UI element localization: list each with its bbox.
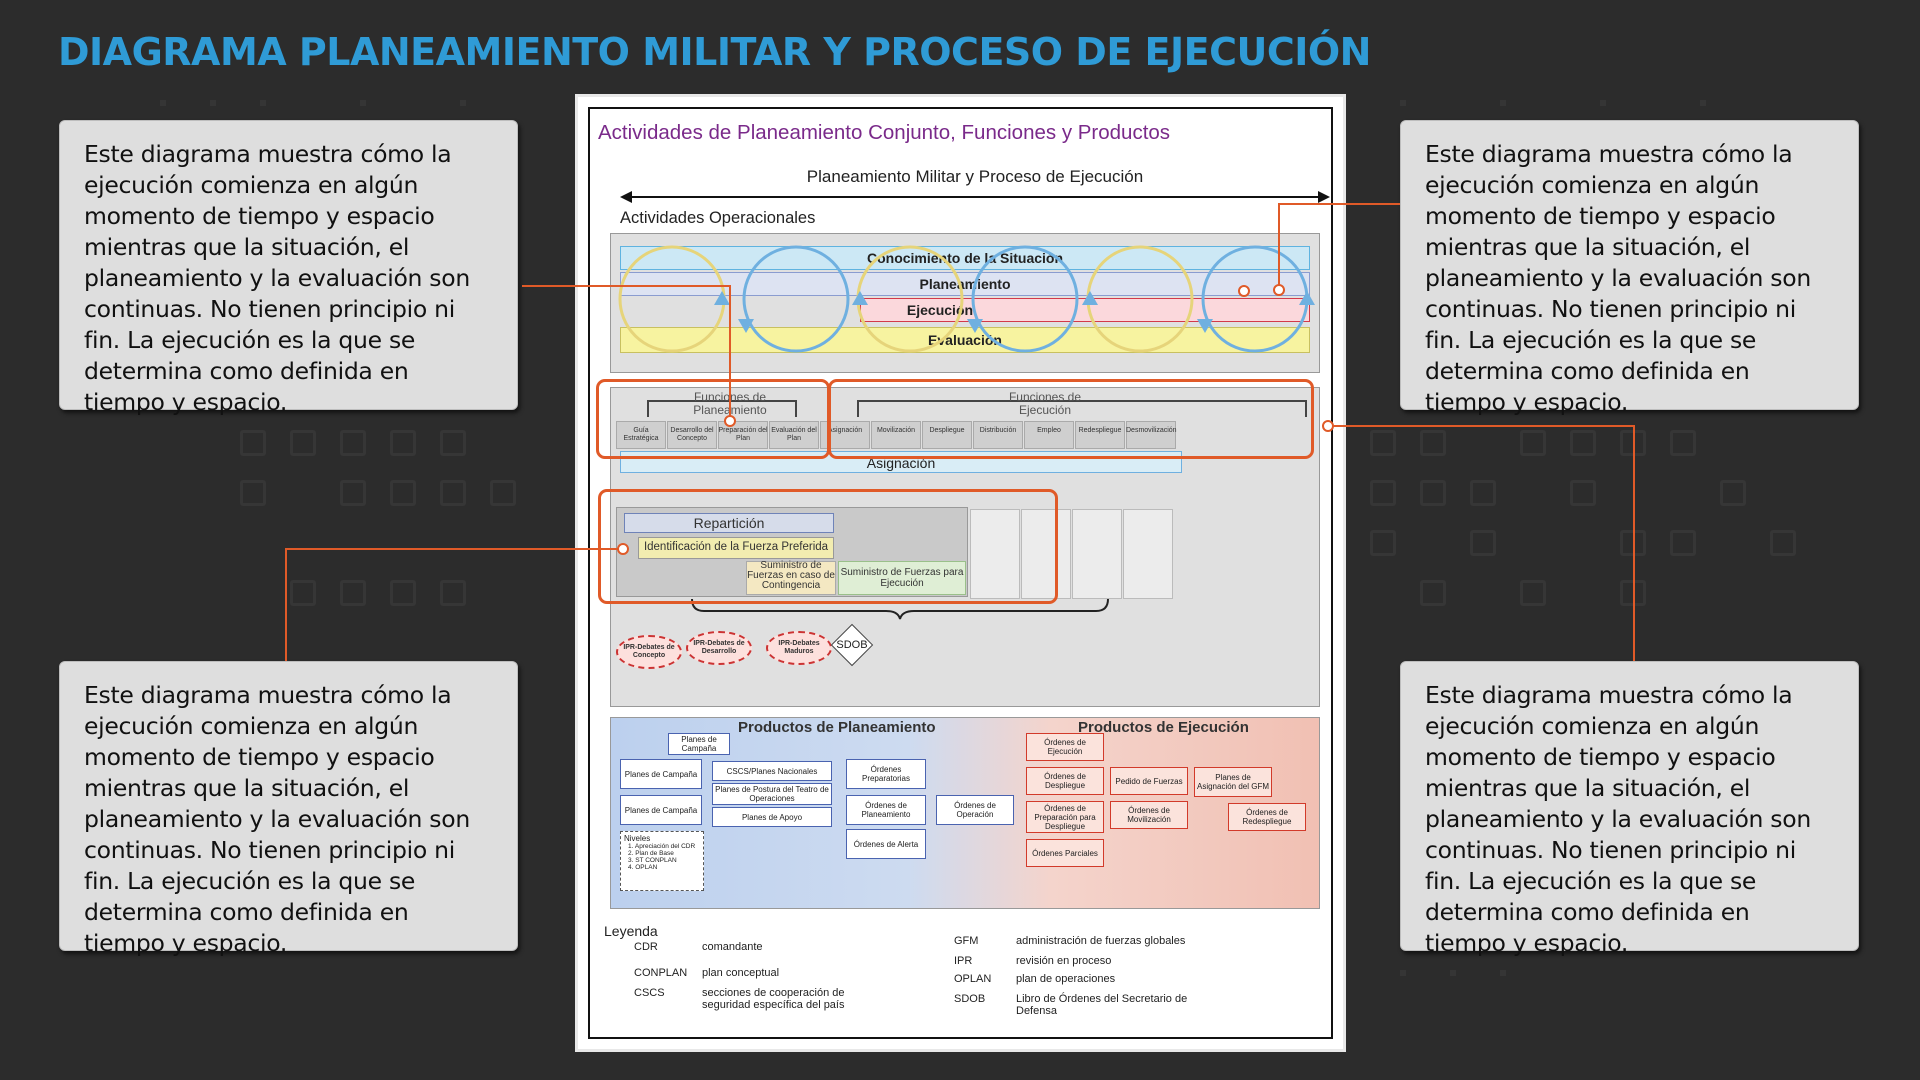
niveles-item: 3. ST CONPLAN bbox=[628, 857, 677, 864]
diagram-heading: Actividades de Planeamiento Conjunto, Fu… bbox=[598, 121, 1171, 144]
legend-text: comandante bbox=[702, 941, 763, 953]
product-ordenes-parciales: Órdenes Parciales bbox=[1026, 839, 1104, 867]
legend-abbr: GFM bbox=[954, 935, 979, 947]
reparticion-label: Repartición bbox=[693, 515, 765, 531]
function-cell-label: Asignación bbox=[827, 427, 863, 434]
function-cell-label: Empleo bbox=[1037, 427, 1061, 434]
ipr-desarrollo-cloud: IPR-Debates de Desarrollo bbox=[686, 631, 752, 665]
band-planning bbox=[620, 272, 1310, 296]
timeline-label: Planeamiento Militar y Proceso de Ejecuc… bbox=[806, 167, 1144, 186]
function-cell-label: Guía Estratégica bbox=[623, 427, 659, 442]
product-ordenes-planeamiento: Órdenes de Planeamiento bbox=[846, 795, 926, 825]
function-cell bbox=[1024, 421, 1074, 449]
callout-top-left: Este diagrama muestra cómo la ejecución … bbox=[59, 120, 518, 416]
execution-functions-label: Funciones de Ejecución bbox=[1008, 390, 1082, 417]
legend-text: secciones de cooperación de seguridad es… bbox=[702, 987, 845, 1011]
legend-text: plan de operaciones bbox=[1016, 973, 1116, 985]
fuerza-preferida-label: Identificación de la Fuerza Preferida bbox=[643, 541, 829, 553]
legend-text: revisión en proceso bbox=[1016, 955, 1112, 967]
timeline-arrow bbox=[620, 191, 1330, 203]
niveles-title: Niveles bbox=[624, 834, 651, 843]
product-ordenes-redespliegue: Órdenes de Redespliegue bbox=[1228, 803, 1306, 831]
legend-title: Leyenda bbox=[604, 923, 658, 939]
niveles-item: 2. Plan de Base bbox=[628, 850, 674, 857]
diagram-document: Actividades de Planeamiento Conjunto, Fu… bbox=[575, 94, 1346, 1052]
product-ordenes-movilizacion: Órdenes de Movilización bbox=[1110, 801, 1188, 829]
asignacion-label: Asignación bbox=[866, 455, 936, 471]
legend-abbr: IPR bbox=[954, 955, 973, 967]
callout-bottom-right: Este diagrama muestra cómo la ejecución … bbox=[1400, 661, 1859, 957]
function-cell bbox=[1075, 421, 1125, 449]
legend-abbr: CONPLAN bbox=[634, 967, 688, 979]
callout-top-right: Este diagrama muestra cómo la ejecución … bbox=[1400, 120, 1859, 416]
diagram-frame: Actividades de Planeamiento Conjunto, Fu… bbox=[588, 107, 1333, 1039]
function-cell-label: Desarrollo del Concepto bbox=[670, 427, 714, 442]
band-assessment bbox=[620, 327, 1310, 353]
legend-text: plan conceptual bbox=[702, 967, 780, 979]
highlight-reparticion bbox=[598, 489, 1058, 604]
product-planes-gfm: Planes de Asignación del GFM bbox=[1194, 767, 1272, 797]
product-cscs: CSCS/Planes Nacionales bbox=[712, 761, 832, 781]
reparticion-box bbox=[624, 513, 834, 533]
legend-abbr: SDOB bbox=[954, 993, 986, 1005]
product-ordenes-ejecucion: Órdenes de Ejecución bbox=[1026, 733, 1104, 761]
product-apoyo: Planes de Apoyo bbox=[712, 807, 832, 827]
function-cell bbox=[667, 421, 717, 449]
page-title: DIAGRAMA PLANEAMIENTO MILITAR Y PROCESO … bbox=[58, 30, 1371, 74]
function-cell-label: Distribución bbox=[979, 427, 1017, 434]
cycle-circles bbox=[618, 245, 1315, 353]
function-cell bbox=[871, 421, 921, 449]
sdob-label: SDOB bbox=[836, 639, 868, 651]
band-execution bbox=[860, 298, 1310, 322]
niveles-box: Niveles 1. Apreciación del CDR 2. Plan d… bbox=[620, 831, 704, 891]
product-ordenes-preparacion: Órdenes de Preparación para Despliegue bbox=[1026, 801, 1104, 833]
function-cell-label: Despliegue bbox=[929, 427, 965, 434]
ipr-concepto-cloud: IPR-Debates de Concepto bbox=[616, 635, 682, 669]
band-planning-label: Planeamiento bbox=[919, 276, 1011, 292]
product-postura: Planes de Postura del Teatro de Operacio… bbox=[712, 783, 832, 805]
highlight-execution-functions bbox=[828, 379, 1314, 459]
product-planes-campana-top: Planes de Campaña bbox=[668, 733, 730, 755]
suministro-contingencia-box bbox=[746, 561, 836, 595]
band-execution-label: Ejecución bbox=[906, 302, 974, 318]
legend-text: administración de fuerzas globales bbox=[1016, 935, 1186, 947]
suministro-contingencia-label: Suministro de Fuerzas en caso de Conting… bbox=[747, 560, 835, 591]
suministro-ejecucion-box bbox=[838, 561, 966, 595]
band-situation bbox=[620, 246, 1310, 270]
product-ordenes-preparatorias: Órdenes Preparatorias bbox=[846, 759, 926, 789]
function-cell bbox=[616, 421, 666, 449]
legend-abbr: CSCS bbox=[634, 987, 665, 999]
niveles-item: 4. OPLAN bbox=[628, 864, 658, 871]
product-ordenes-operacion: Órdenes de Operación bbox=[936, 795, 1014, 825]
legend-abbr: CDR bbox=[634, 941, 658, 953]
suministro-ejecucion-label: Suministro de Fuerzas para Ejecución bbox=[840, 567, 964, 589]
execution-products-title: Productos de Ejecución bbox=[1078, 719, 1249, 736]
callout-bottom-left: Este diagrama muestra cómo la ejecución … bbox=[59, 661, 518, 957]
niveles-item: 1. Apreciación del CDR bbox=[628, 843, 696, 850]
function-cell-label: Redespliegue bbox=[1078, 427, 1122, 434]
product-pedido-fuerzas: Pedido de Fuerzas bbox=[1110, 767, 1188, 795]
operational-activities-label: Actividades Operacionales bbox=[620, 209, 816, 227]
fuerza-preferida-box bbox=[638, 537, 834, 559]
function-cell-label: Preparación del Plan bbox=[718, 427, 768, 442]
band-situation-label: Conocimiento de la Situación bbox=[866, 250, 1064, 266]
ipr-bracket bbox=[691, 598, 1109, 620]
product-ordenes-alerta: Órdenes de Alerta bbox=[846, 829, 926, 859]
function-cell bbox=[973, 421, 1023, 449]
product-ordenes-despliegue: Órdenes de Despliegue bbox=[1026, 767, 1104, 795]
function-cell-label: Evaluación del Plan bbox=[771, 427, 817, 442]
function-cell bbox=[769, 421, 819, 449]
product-planes-campana-2: Planes de Campaña bbox=[620, 795, 702, 825]
function-cell-label: Desmovilización bbox=[1126, 427, 1177, 434]
function-cell-label: Movilización bbox=[876, 427, 916, 434]
legend-abbr: OPLAN bbox=[954, 973, 992, 985]
function-cell bbox=[922, 421, 972, 449]
function-brackets bbox=[647, 400, 1307, 417]
function-cell bbox=[1126, 421, 1176, 449]
legend-text: Libro de Órdenes del Secretario de Defen… bbox=[1016, 993, 1188, 1017]
product-planes-campana-1: Planes de Campaña bbox=[620, 759, 702, 789]
ipr-maduros-cloud: IPR-Debates Maduros bbox=[766, 631, 832, 665]
planning-products-title: Productos de Planeamiento bbox=[738, 719, 936, 736]
